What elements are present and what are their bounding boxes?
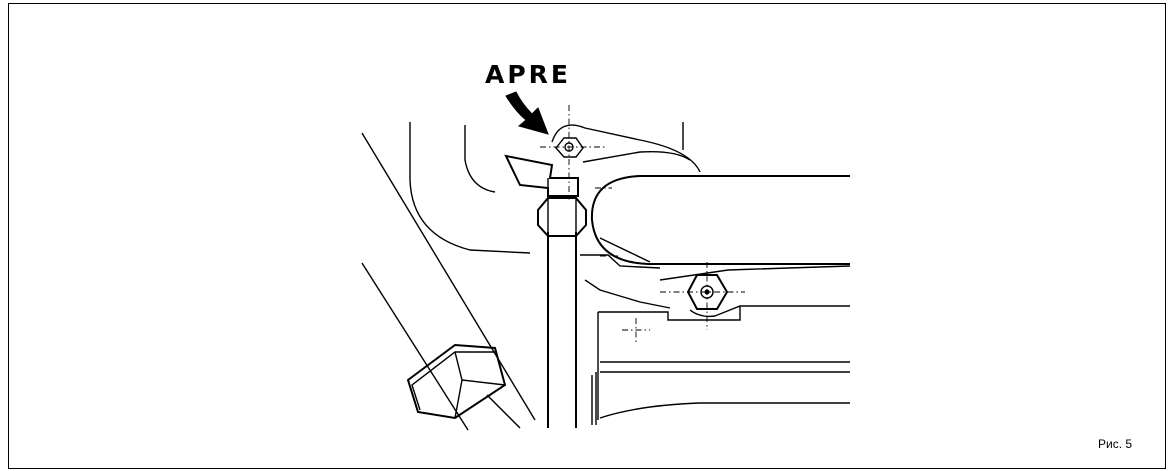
vertical-tube — [547, 232, 577, 428]
apre-label: APRE — [485, 60, 571, 89]
tube-fitting — [537, 197, 587, 237]
lower-plate — [591, 265, 851, 425]
housing-outline — [409, 122, 684, 309]
hex-nut — [406, 343, 507, 420]
horizontal-bar — [590, 175, 850, 265]
curved-arrow-icon — [505, 91, 549, 135]
figure-frame — [8, 3, 1166, 469]
diagonal-pipe — [361, 132, 536, 431]
upper-lever — [540, 105, 701, 200]
figure-caption: Рис. 5 — [1098, 437, 1133, 451]
valve-handle — [504, 154, 579, 197]
